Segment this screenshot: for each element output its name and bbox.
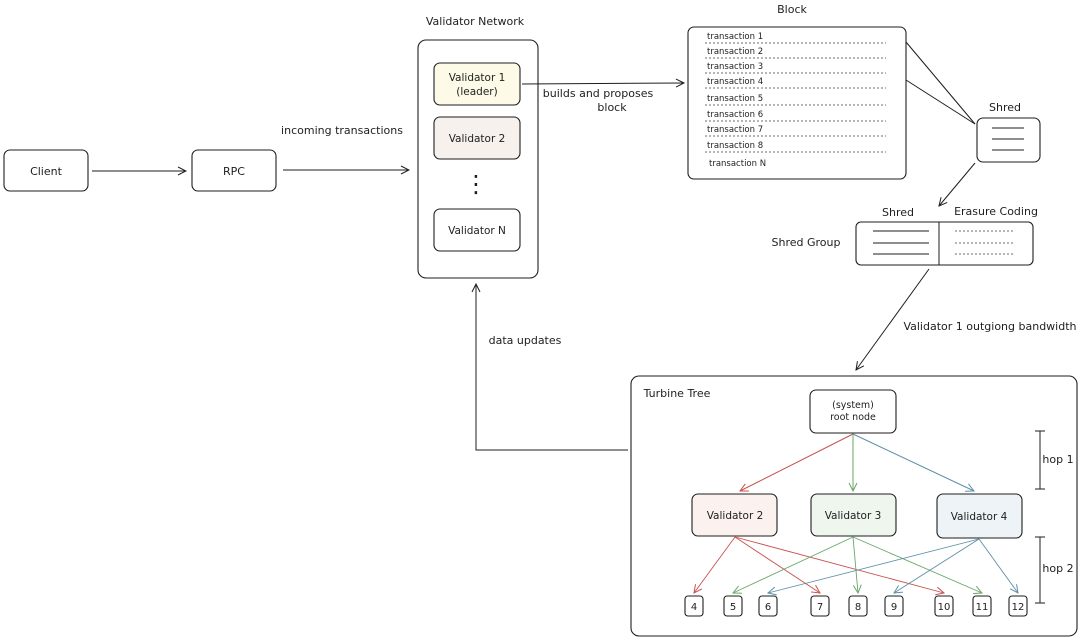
leaf-node-label: 6 [765,602,771,613]
leaf-node-9: 9 [884,595,904,617]
leaf-node-11: 11 [972,595,992,617]
rpc-node: RPC [191,149,277,192]
leaf-node-label: 12 [1012,602,1025,613]
shred-group-shred-header: Shred [882,206,914,219]
turbine-validator-4-node: Validator 4 [936,493,1023,539]
validator-2-node: Validator 2 [433,116,521,160]
group-to-turbine-arrow [856,268,930,370]
erasure-coding-header: Erasure Coding [954,205,1038,218]
turbine-validator-3-label: Validator 3 [825,510,882,522]
root-to-validator-4-edge [852,433,974,491]
shred-to-group-arrow [939,162,976,206]
hop-1-bracket [1035,430,1045,490]
leaf-node-12: 12 [1008,595,1028,617]
validator-1-leader-node: Validator 1 (leader) [433,62,521,106]
leaf-nodes: 4 5 6 7 8 9 10 11 12 [684,595,1028,617]
shred-title: Shred [989,101,1021,114]
transaction-item: transaction 8 [707,141,763,151]
hop-2-edges [694,536,1018,593]
leaf-node-label: 8 [855,602,861,613]
leaf-node-4: 4 [684,595,704,617]
transaction-item: transaction 3 [707,62,763,72]
transaction-item: transaction 5 [707,94,763,104]
transaction-list: transaction 1 transaction 2 transaction 3 t… [705,32,886,169]
leaf-node-label: 10 [938,602,951,613]
leaf-node-label: 4 [691,602,697,613]
rpc-label: RPC [223,165,245,178]
validator-n-node: Validator N [433,208,521,252]
hop-1-label: hop 1 [1042,453,1073,466]
transaction-item: transaction 2 [707,47,763,57]
transaction-item: transaction 4 [707,77,763,87]
hop-2-edge [694,536,736,593]
root-to-validator-2-edge [740,433,854,491]
hop-2-edge [852,536,982,593]
leaf-node-label: 5 [730,602,736,613]
validator-n-label: Validator N [448,225,506,237]
validator-2-label: Validator 2 [449,133,506,145]
shred-group-label: Shred Group [772,236,841,249]
transaction-item: transaction 7 [707,125,763,135]
validator-1-leader-label: (leader) [456,86,497,98]
incoming-transactions-label: incoming transactions [281,124,403,137]
leader-to-block-arrow [521,83,684,84]
builds-proposes-block-label: block [597,101,627,114]
leaf-node-5: 5 [723,595,743,617]
turbine-tree-title: Turbine Tree [643,387,711,400]
client-label: Client [30,165,63,178]
turbine-validator-4-label: Validator 4 [951,511,1008,523]
hop-2-bracket [1035,536,1045,604]
turbine-validator-2-label: Validator 2 [707,510,764,522]
client-node: Client [3,149,89,192]
bandwidth-label: Validator 1 outgiong bandwidth [903,320,1076,333]
hop-2-edge [768,538,980,593]
root-node-label: root node [830,412,876,423]
shred-group-node [855,221,1034,266]
block-container [687,26,907,180]
leaf-node-7: 7 [810,595,830,617]
builds-proposes-label: builds and proposes [543,87,654,100]
validator-1-label: Validator 1 [449,72,506,84]
hop-2-edge [852,536,858,593]
hop-2-label: hop 2 [1042,562,1073,575]
hop-2-edge [733,536,854,593]
data-updates-label: data updates [489,334,562,347]
transaction-item: transaction 6 [707,110,763,120]
leaf-node-label: 11 [976,602,989,613]
leaf-node-8: 8 [848,595,868,617]
turbine-validator-2-node: Validator 2 [691,493,778,537]
leaf-node-label: 9 [891,602,897,613]
root-node: (system) root node [809,389,897,434]
block-to-shred-line-upper [905,41,976,125]
transaction-item: transaction N [709,159,766,169]
shred-node [976,117,1041,163]
validator-ellipsis: ⋮ [464,170,488,198]
turbine-validator-3-node: Validator 3 [810,493,897,537]
hop-2-edge [978,538,1018,593]
leaf-node-6: 6 [758,595,778,617]
root-node-system-label: (system) [832,400,874,411]
leaf-node-10: 10 [934,595,954,617]
data-updates-arrow [476,284,628,451]
validator-network-title: Validator Network [426,15,525,28]
block-title: Block [777,3,807,16]
leaf-node-label: 7 [817,602,823,613]
block-to-shred-line-lower [905,79,976,125]
hop-2-edge [894,538,980,593]
transaction-item: transaction 1 [707,32,763,42]
